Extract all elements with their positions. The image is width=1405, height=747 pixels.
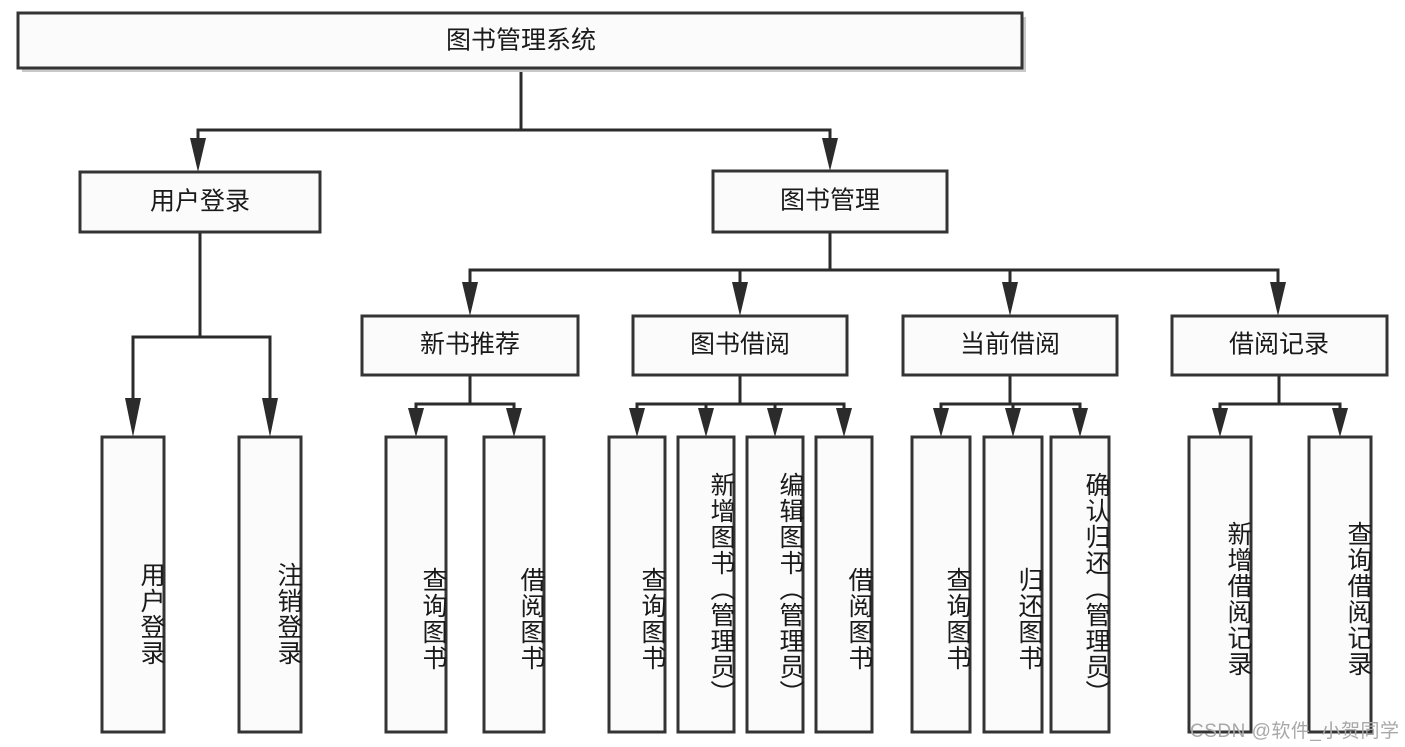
leaf-query-book-2-box[interactable] — [607, 435, 667, 734]
node-new-book-recommend-box[interactable] — [360, 314, 580, 377]
node-book-manage[interactable]: 图书管理 — [711, 169, 949, 234]
leaf-borrow-book-2-box[interactable] — [814, 435, 874, 734]
leaf-add-borrow-record-box[interactable] — [1187, 435, 1253, 734]
node-borrow-record[interactable]: 借阅记录 — [1170, 314, 1389, 377]
leaf-query-book-1-box[interactable] — [384, 435, 448, 734]
arrow-to-leaf-add-book — [698, 408, 714, 437]
arrow-to-leaf-borrow-book-2 — [836, 408, 852, 437]
leaf-confirm-return-box[interactable] — [1049, 435, 1111, 734]
arrow-to-leaf-query-book-2 — [629, 408, 645, 437]
arrow-root-to-user-login — [190, 138, 206, 172]
node-borrow-record-label: 借阅记录 — [1229, 331, 1329, 359]
node-root-box[interactable] — [16, 11, 1024, 70]
node-user-login-label: 用户登录 — [150, 188, 250, 216]
arrow-to-leaf-logout-login — [262, 398, 278, 437]
node-borrow-record-box[interactable] — [1170, 314, 1389, 377]
arrow-to-leaf-query-borrow-record — [1332, 408, 1348, 437]
leaf-borrow-book-1-box[interactable] — [482, 435, 546, 734]
arrow-to-leaf-confirm-return — [1072, 408, 1088, 437]
node-book-manage-label: 图书管理 — [780, 187, 880, 215]
arrow-to-leaf-query-book-1 — [408, 408, 424, 437]
leaf-query-borrow-record-box[interactable] — [1307, 435, 1373, 734]
arrow-to-leaf-edit-book — [767, 408, 783, 437]
arrow-to-borrow-record — [1270, 282, 1286, 316]
node-book-borrow-box[interactable] — [631, 314, 849, 377]
arrow-to-leaf-add-borrow-record — [1212, 408, 1228, 437]
arrow-to-leaf-borrow-book-1 — [506, 408, 522, 437]
arrow-to-leaf-user-login — [125, 398, 141, 437]
node-current-borrow-box[interactable] — [901, 314, 1119, 377]
connector-layer — [125, 66, 1348, 437]
arrow-root-to-book-manage — [822, 138, 838, 171]
node-book-borrow-label: 图书借阅 — [690, 331, 790, 359]
leaf-query-book-3-box[interactable] — [910, 435, 972, 734]
arrow-to-new-book-recommend — [462, 282, 478, 316]
arrow-to-book-borrow — [732, 282, 748, 316]
arrow-to-current-borrow — [1002, 282, 1018, 316]
leaf-logout-login-box[interactable] — [237, 435, 303, 734]
node-book-manage-box[interactable] — [711, 169, 949, 234]
node-current-borrow-label: 当前借阅 — [960, 331, 1060, 359]
node-new-book-recommend-label: 新书推荐 — [420, 331, 520, 359]
node-new-book-recommend[interactable]: 新书推荐 — [360, 314, 580, 377]
leaf-user-login-box[interactable] — [100, 435, 166, 734]
node-root[interactable]: 图书管理系统 — [16, 11, 1026, 72]
leaf-node-layer — [100, 435, 1373, 734]
node-current-borrow[interactable]: 当前借阅 — [901, 314, 1119, 377]
arrow-to-leaf-return-book — [1005, 408, 1021, 437]
leaf-edit-book-box[interactable] — [745, 435, 805, 734]
node-book-borrow[interactable]: 图书借阅 — [631, 314, 849, 377]
node-user-login-box[interactable] — [78, 170, 322, 234]
node-user-login[interactable]: 用户登录 — [78, 170, 322, 234]
arrow-to-leaf-query-book-3 — [933, 408, 949, 437]
leaf-return-book-box[interactable] — [982, 435, 1044, 734]
leaf-add-book-box[interactable] — [676, 435, 736, 734]
csdn-watermark: CSDN @软件_小贺同学 — [1190, 721, 1400, 742]
node-root-label: 图书管理系统 — [446, 27, 596, 55]
